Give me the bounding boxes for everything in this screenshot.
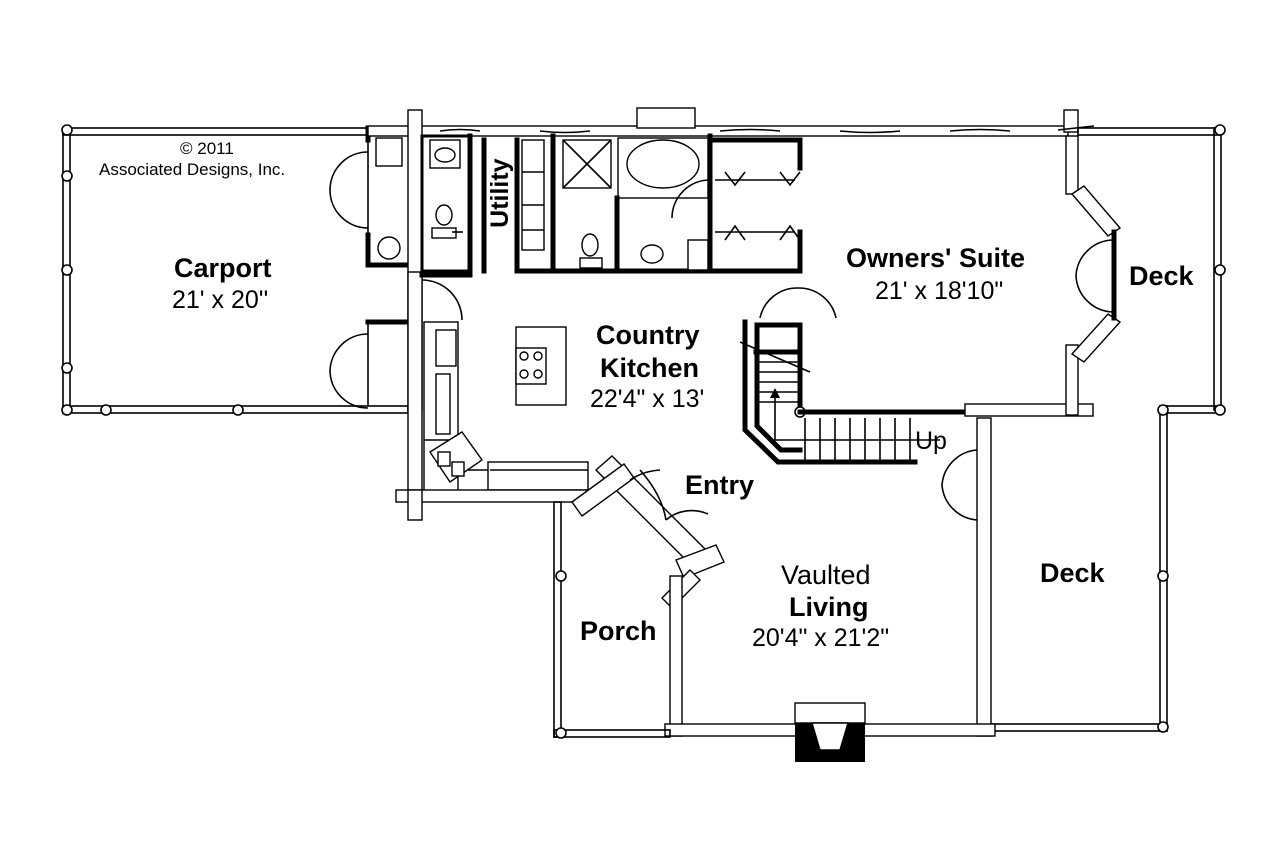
living-size: 20'4" x 21'2" [752,624,890,652]
owners-suite-label: Owners' Suite [846,243,1025,273]
porch-outline [553,501,671,739]
porch-label: Porch [580,616,657,646]
carport-size: 21' x 20'' [172,286,269,314]
copyright-line1: © 2011 [180,139,234,158]
living-label-1: Vaulted [781,560,871,590]
carport-outline [61,124,409,416]
copyright-line2: Associated Designs, Inc. [99,160,286,179]
deck-upper-label: Deck [1129,261,1194,291]
utility-label: Utility [485,158,514,228]
carport-doors [329,125,408,409]
living-label-2: Living [789,592,869,622]
carport-label: Carport [174,253,272,283]
living-walls [664,417,996,762]
country-kitchen-label-1: Country [596,320,700,350]
owners-suite-walls [797,135,1122,417]
country-kitchen-size: 22'4" x 13' [590,385,705,413]
kitchen-fixtures [407,271,589,493]
kitchen-bottom-wall [395,489,597,521]
stairs-up-label: Up [915,427,947,455]
country-kitchen-label-2: Kitchen [600,353,700,383]
deck-lower-label: Deck [1040,558,1105,588]
bath-utility-block [420,133,803,274]
staircase [739,287,940,465]
owners-suite-size: 21' x 18'10" [875,277,1004,305]
entry-diagonal-wall [571,455,725,609]
entry-label: Entry [685,470,755,500]
